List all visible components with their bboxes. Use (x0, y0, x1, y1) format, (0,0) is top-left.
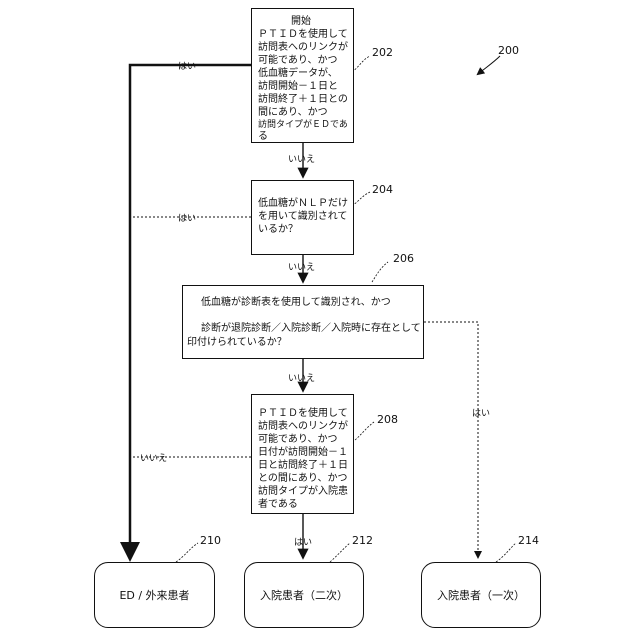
edge-label-yes-206: はい (472, 406, 490, 419)
leader-202 (352, 56, 370, 72)
ref-number-210: 210 (200, 534, 221, 547)
box208-line: 者である (258, 498, 298, 511)
ref-number-200: 200 (498, 44, 519, 57)
box202-line: ＰＴＩＤを使用して (258, 28, 348, 41)
box204-line: を用いて識別されて (258, 210, 347, 223)
ref-number-202: 202 (372, 46, 393, 59)
box208-line: 可能であり、かつ (258, 433, 338, 446)
box204-line: いるか？ (258, 223, 298, 236)
box204-line: 低血糖がＮＬＰだけ (258, 197, 348, 210)
box208-line: 日付が訪問開始－１ (258, 446, 348, 459)
box208-line: 訪問表へのリンクが (258, 420, 348, 433)
box202-line: 訪問開始－１日と (258, 80, 338, 93)
terminal-214-label: 入院患者（一次） (437, 587, 525, 603)
terminal-212-label: 入院患者（二次） (260, 587, 348, 603)
box202-line: 訪問表へのリンクが (258, 41, 348, 54)
figure-ref-arrow (478, 56, 500, 74)
box208-line: 日と訪問終了＋１日 (258, 459, 348, 472)
box202-line: 可能であり、かつ (258, 54, 338, 67)
leader-208 (355, 422, 374, 440)
terminal-210-label: ED / 外来患者 (119, 587, 189, 603)
edge-label-no-202: いいえ (288, 152, 315, 165)
box202-line: 訪問終了＋１日との (258, 93, 348, 106)
terminal-212-inpatient-secondary: 入院患者（二次） (244, 562, 364, 628)
box208-line: 訪問タイプが入院患 (258, 485, 348, 498)
edge-label-yes-202: はい (178, 59, 196, 72)
ref-number-208: 208 (377, 413, 398, 426)
ref-number-206: 206 (393, 252, 414, 265)
leader-210 (176, 543, 198, 562)
box202-line: る (258, 130, 268, 143)
decision-box-208: ＰＴＩＤを使用して 訪問表へのリンクが 可能であり、かつ 日付が訪問開始－１ 日… (251, 394, 354, 514)
box202-line: 開始 (291, 15, 311, 28)
edge-label-yes-208: はい (294, 535, 312, 548)
terminal-214-inpatient-primary: 入院患者（一次） (421, 562, 541, 628)
decision-box-202: 開始 ＰＴＩＤを使用して 訪問表へのリンクが 可能であり、かつ 低血糖データが、… (251, 8, 354, 143)
box202-line: 訪問タイプがＥＤであ (258, 119, 348, 132)
decision-box-204: 低血糖がＮＬＰだけ を用いて識別されて いるか？ (251, 180, 354, 255)
decision-box-206: 低血糖が診断表を使用して識別され、かつ 診断が退院診断／入院診断／入院時に存在と… (182, 285, 424, 359)
box202-line: 間にあり、かつ (258, 106, 328, 119)
edge-label-yes-204: はい (178, 211, 196, 224)
leader-204 (352, 192, 370, 206)
ref-number-204: 204 (372, 183, 393, 196)
edge-label-no-208: いいえ (140, 451, 167, 464)
box208-line: ＰＴＩＤを使用して (258, 407, 348, 420)
box206-line: 低血糖が診断表を使用して識別され、かつ (201, 296, 391, 309)
leader-212 (330, 543, 350, 562)
leader-214 (496, 543, 516, 562)
ref-number-214: 214 (518, 534, 539, 547)
box208-line: との間にあり、かつ (258, 472, 348, 485)
box206-line: 診断が退院診断／入院診断／入院時に存在として (201, 322, 421, 335)
leader-206 (372, 262, 388, 282)
edge-label-no-204: いいえ (288, 260, 315, 273)
ref-number-212: 212 (352, 534, 373, 547)
edge-206-yes (424, 322, 478, 557)
box206-line: 印付けられているか？ (187, 336, 287, 349)
box202-line: 低血糖データが、 (258, 67, 338, 80)
edge-label-no-206: いいえ (288, 371, 315, 384)
terminal-210-ed-outpatient: ED / 外来患者 (94, 562, 215, 628)
